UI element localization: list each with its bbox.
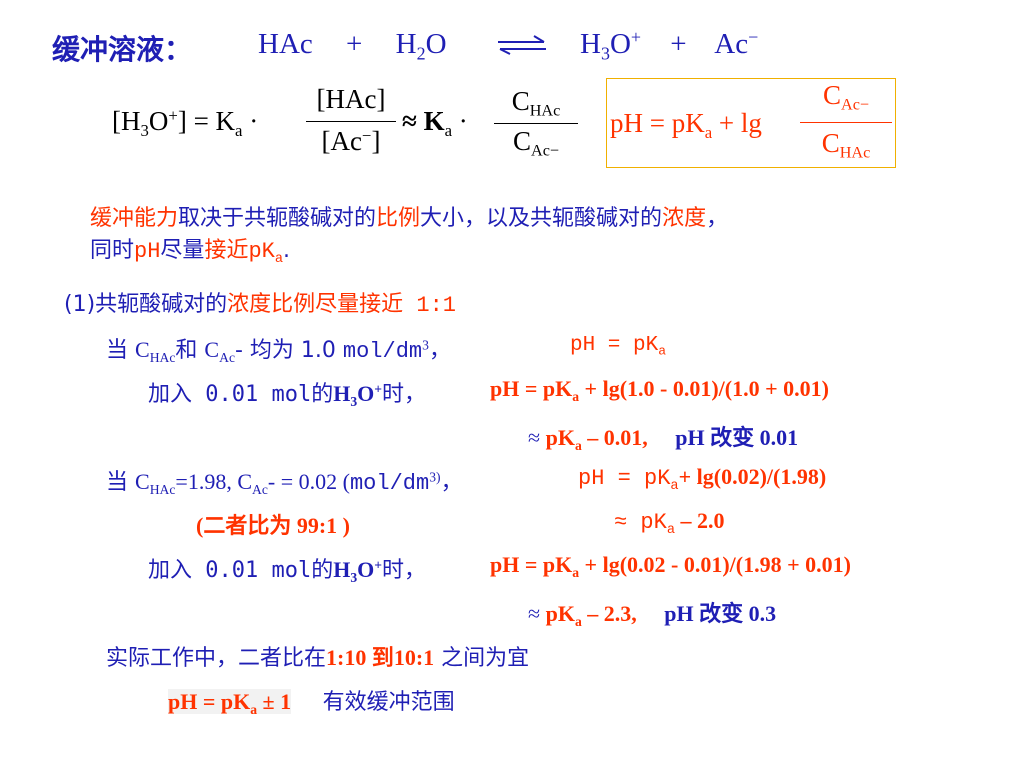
product-hydronium: H3O+ (580, 27, 642, 64)
result2: ≈ pKa – 2.3, pH 改变 0.3 (528, 601, 777, 629)
fraction-hac-over-ac: [HAc] [Ac−] (306, 84, 396, 157)
hydronium-formula: [H3O+] = Ka · (112, 105, 259, 140)
result1: ≈ pKa – 0.01, pH 改变 0.01 (528, 425, 799, 453)
product-acetate: Ac− (714, 27, 759, 60)
header-title: 缓冲溶液： (52, 33, 193, 66)
section-heading: (1)共轭酸碱对的浓度比例尽量接近 1:1 (64, 292, 456, 318)
add2-condition: 加入 0.01 mol的H3O+时， (148, 557, 427, 585)
case2-condition: 当 CHAc=1.98, CAc- = 0.02 (mol/dm3)， (106, 469, 463, 497)
ratio-note: (二者比为 99:1 ) (196, 513, 350, 538)
case2-ph: pH = pKa+ lg(0.02)/(1.98) (578, 464, 827, 494)
add2-equation: pH = pKa + lg(0.02 - 0.01)/(1.98 + 0.01) (490, 552, 851, 580)
reactant-hac: HAc (258, 28, 313, 60)
ratio-approx: ≈ pKa – 2.0 (614, 508, 725, 538)
add1-equation: pH = pKa + lg(1.0 - 0.01)/(1.0 + 0.01) (490, 376, 829, 404)
fraction-c-ac-over-c-hac: CAc− CHAc (800, 80, 892, 161)
case1-condition: 当 CHAc和 CAc- 均为 1.0 mol/dm3， (106, 337, 451, 365)
equilibrium-arrow-icon (498, 35, 546, 55)
products: H3O+ + Ac− (580, 27, 759, 64)
practice-note: 实际工作中，二者比在1:10 到10:1 之间为宜 (106, 645, 530, 671)
case1-ph: pH = pKa (570, 334, 667, 359)
reaction-equation: HAc + H2O (258, 28, 447, 64)
approx-ka: ≈ Ka · (402, 106, 468, 140)
henderson-equation: pH = pKa + lg (610, 108, 762, 142)
buffer-capacity-text: 缓冲能力取决于共轭酸碱对的比例大小，以及共轭酸碱对的浓度， (90, 206, 729, 231)
henderson-box (606, 78, 896, 168)
add1-condition: 加入 0.01 mol的H3O+时， (148, 381, 427, 409)
buffer-capacity-text-line2: 同时pH尽量接近pKa. (90, 238, 291, 267)
reactant-water: H2O (395, 28, 447, 64)
effective-range: pH = pKa ± 1 有效缓冲范围 (168, 689, 455, 717)
fraction-c-hac-over-c-ac: CHAc CAc− (494, 86, 578, 159)
